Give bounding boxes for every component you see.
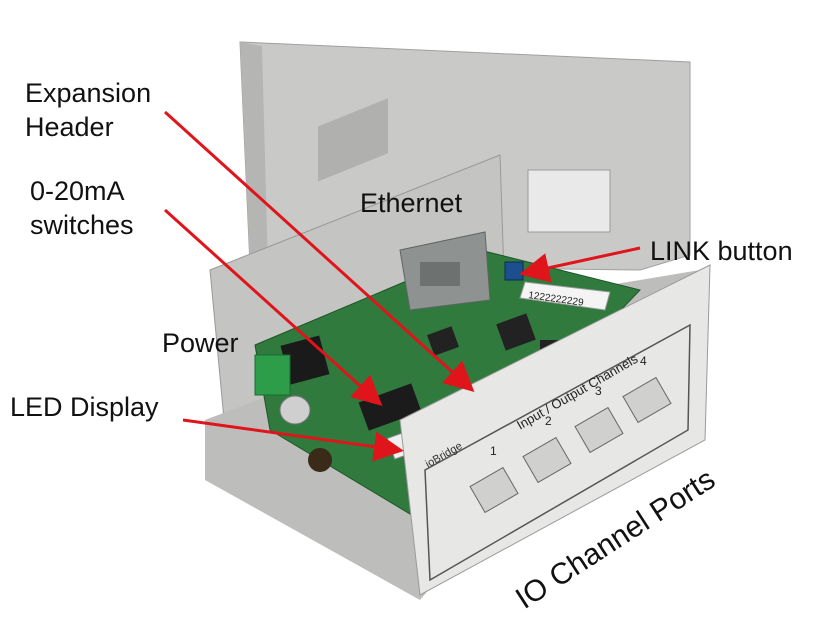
label-expansion-line2: Header [25, 112, 114, 142]
port-4 [622, 376, 672, 424]
label-switches: 0-20mA switches [30, 174, 134, 242]
capacitor [279, 395, 311, 425]
lid-window [527, 169, 611, 233]
label-switches-line1: 0-20mA [30, 176, 125, 206]
inductor [308, 448, 332, 472]
link-button [504, 261, 524, 281]
label-switches-line2: switches [30, 210, 134, 240]
serial-sticker [519, 281, 611, 311]
arrow-link-button [519, 246, 641, 283]
label-expansion-line1: Expansion [25, 78, 152, 108]
main-chip [496, 313, 536, 351]
arrow-switches [163, 208, 383, 407]
arrow-led-display [182, 418, 404, 462]
label-led-display: LED Display [10, 392, 159, 422]
label-ethernet: Ethernet [360, 188, 463, 218]
channel-2: 2 [545, 414, 552, 428]
front-panel [399, 264, 711, 596]
channel-3: 3 [595, 384, 602, 398]
arrow-expansion-header [163, 110, 475, 393]
dip-switches [358, 383, 422, 431]
port-1 [469, 466, 519, 514]
label-expansion-header: Expansion Header [25, 76, 151, 144]
port-2 [522, 436, 572, 484]
terminal-block [254, 354, 291, 396]
label-power: Power [162, 328, 239, 358]
label-link-button: LINK button [650, 236, 793, 266]
channel-4: 4 [640, 354, 647, 368]
port-3 [574, 406, 624, 454]
channel-1: 1 [490, 444, 497, 458]
